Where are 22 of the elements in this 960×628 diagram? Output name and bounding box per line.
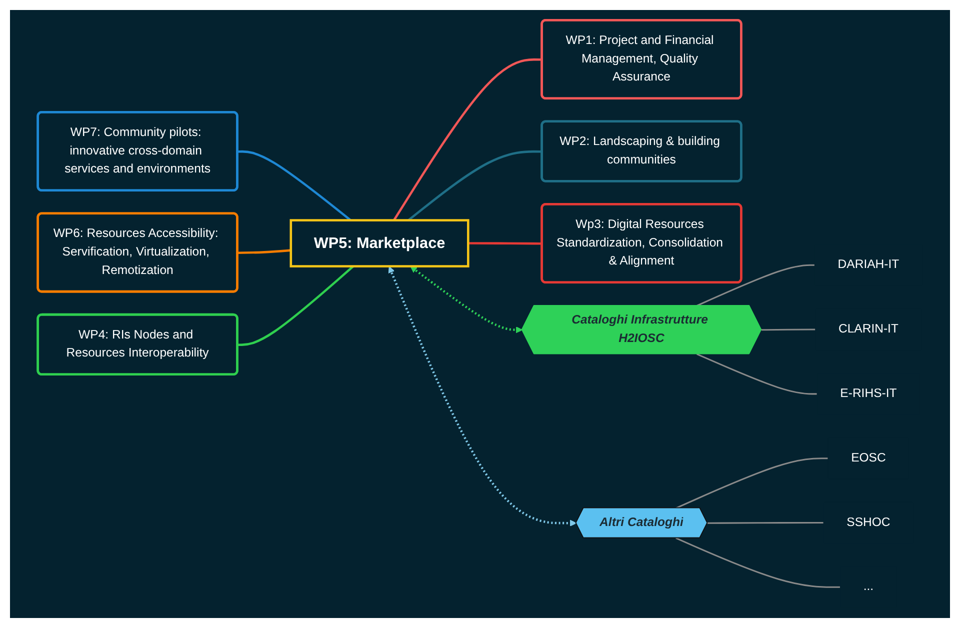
connector <box>708 522 824 524</box>
connector <box>408 150 542 222</box>
connector <box>676 458 828 509</box>
connector <box>392 58 542 221</box>
connector <box>696 353 818 395</box>
connector <box>468 242 542 245</box>
node-box <box>290 219 470 268</box>
connector <box>676 537 840 588</box>
connector <box>238 150 352 222</box>
node-text: SSHOC <box>846 516 890 529</box>
node-text: DARIAH-IT <box>838 258 900 272</box>
arrow <box>410 266 523 334</box>
canvas-background: WP5: Marketplace WP7: Community pilots: innovative cross-domain services and environments WP1: Project and Financial Management, Quality Assurance WP6: Resources Accessibility: Servification, Virtualization, Remotization WP2: Landscaping & building communities WP4: RIs Nodes and Resources Interoperability Wp3: Digital Resources Standardization, Consolidation & Alignment Cataloghi Infrastrutture H2IOSC Altri Cataloghi DARIAH-IT CLARIN-IT E-RIHS-IT EOSC SSHOC ... <box>10 10 950 618</box>
arrow <box>388 266 576 526</box>
connector <box>238 265 354 346</box>
node-text: E-RIHS-IT <box>840 387 897 400</box>
node-text: CLARIN-IT <box>838 322 898 336</box>
connector <box>696 264 815 306</box>
node-text: ... <box>863 580 874 594</box>
connector <box>238 249 291 254</box>
node-text: EOSC <box>851 451 886 464</box>
connector <box>762 328 816 331</box>
